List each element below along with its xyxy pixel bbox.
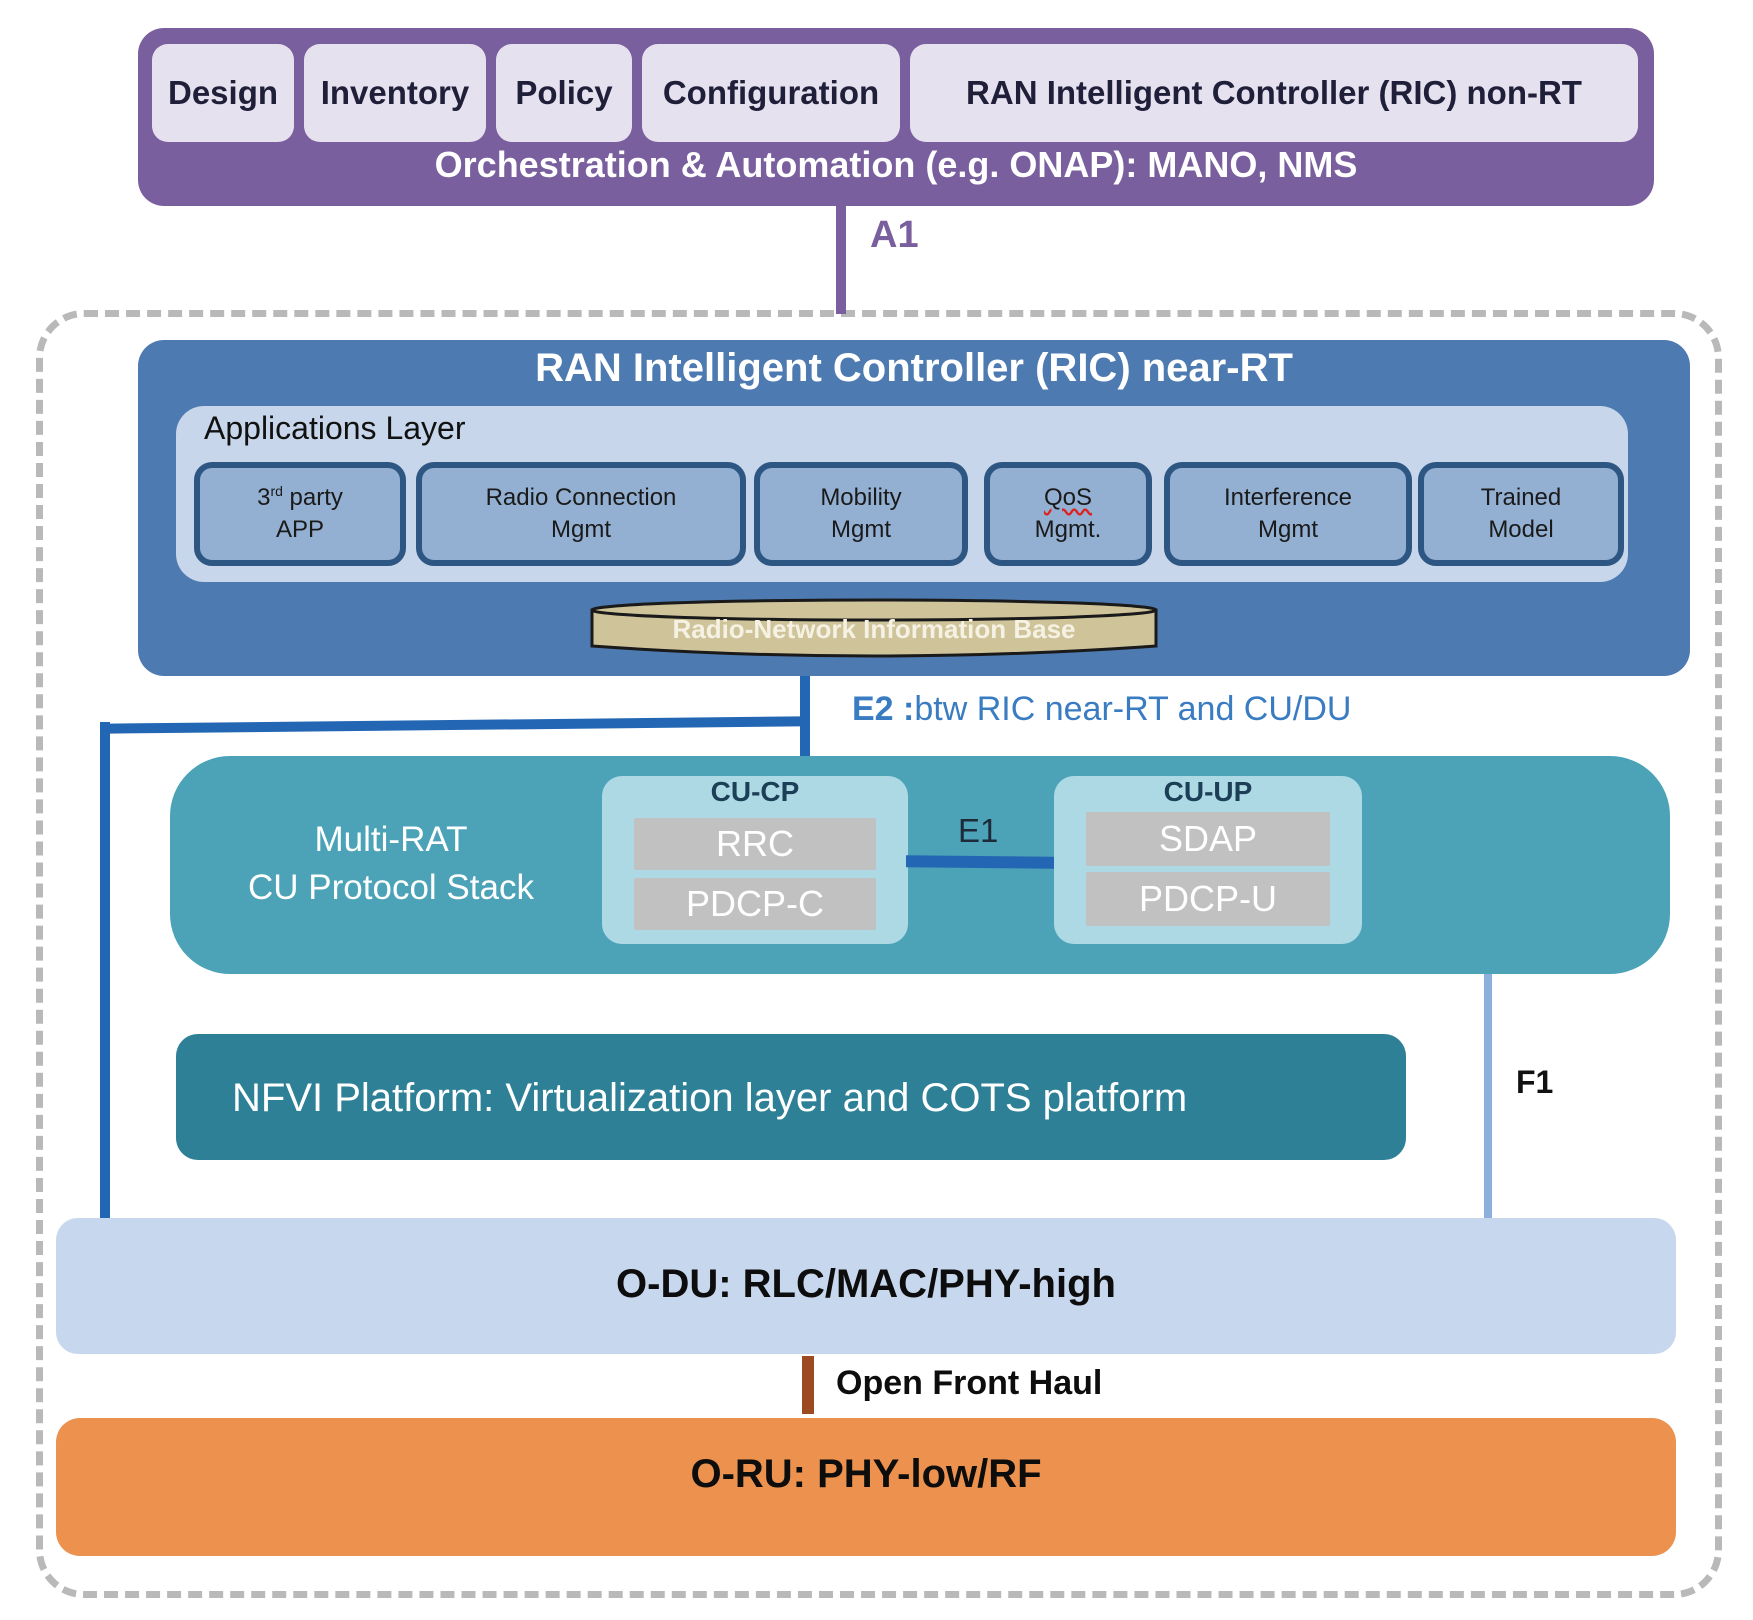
app-label-line1: 3rd party (257, 483, 343, 511)
app-label-line2: Model (1488, 516, 1554, 543)
nfvi-label: NFVI Platform: Virtualization layer and … (232, 1076, 1188, 1120)
tab-ric-non-rt[interactable]: RAN Intelligent Controller (RIC) non-RT (910, 44, 1638, 142)
ric-near-rt-title: RAN Intelligent Controller (RIC) near-RT (535, 346, 1293, 390)
cu-title: Multi-RAT CU Protocol Stack (248, 820, 534, 907)
tab-policy[interactable]: Policy (496, 44, 632, 142)
app-label-line1: Interference (1223, 484, 1353, 511)
o-ru-label: O-RU: PHY-low/RF (690, 1452, 1042, 1496)
app-label-line2: Mgmt. (1034, 516, 1102, 543)
e1-label: E1 (958, 812, 999, 849)
proto-rrc: RRC (634, 818, 876, 870)
app-qos-mgmt[interactable]: QoS Mgmt. (984, 462, 1152, 566)
app-label-line2: APP (275, 516, 325, 543)
app-label-line1: Mobility (820, 484, 902, 511)
e2-interface-line (800, 676, 810, 756)
app-trained-model[interactable]: Trained Model (1418, 462, 1624, 566)
cu-up-title: CU-UP (1163, 776, 1253, 807)
app-label-line1: Trained (1480, 484, 1562, 511)
a1-interface-line (836, 206, 846, 314)
app-interference-mgmt[interactable]: Interference Mgmt (1164, 462, 1412, 566)
e2-interface-to-du (100, 722, 110, 1218)
proto-pdcp-c: PDCP-C (634, 878, 876, 930)
app-label-line1: QoS (1043, 484, 1093, 511)
o-ru (56, 1418, 1676, 1556)
fronthaul-label: Open Front Haul (836, 1364, 1103, 1402)
applications-layer-title: Applications Layer (204, 410, 466, 446)
app-label-line2: Mgmt (551, 516, 611, 543)
app-label-line2: Mgmt (831, 516, 891, 543)
a1-label: A1 (870, 214, 919, 256)
cu-cp-title: CU-CP (710, 776, 800, 807)
fronthaul-line (802, 1356, 814, 1414)
proto-sdap: SDAP (1086, 812, 1330, 866)
rnib-label: Radio-Network Information Base (672, 614, 1076, 644)
f1-label: F1 (1516, 1064, 1554, 1100)
nfvi-platform (176, 1034, 1406, 1160)
o-du (56, 1218, 1676, 1354)
proto-pdcp-u: PDCP-U (1086, 872, 1330, 926)
e1-interface-line (906, 855, 1054, 869)
tab-design[interactable]: Design (152, 44, 294, 142)
e2-label: E2 :btw RIC near-RT and CU/DU (852, 690, 1352, 728)
tab-inventory[interactable]: Inventory (304, 44, 486, 142)
app-label-line1: Radio Connection (485, 484, 677, 511)
app-radio-connection-mgmt[interactable]: Radio Connection Mgmt (416, 462, 746, 566)
app-label-line2: Mgmt (1258, 516, 1318, 543)
o-ran-boundary (36, 310, 1722, 1598)
f1-interface-line (1484, 974, 1492, 1218)
app-mobility-mgmt[interactable]: Mobility Mgmt (754, 462, 968, 566)
app-3rd-party[interactable]: 3rd party APP (194, 462, 406, 566)
database-cylinder-icon (590, 598, 1158, 658)
tab-configuration[interactable]: Configuration (642, 44, 900, 142)
o-du-label: O-DU: RLC/MAC/PHY-high (616, 1262, 1116, 1306)
orchestration-title: Orchestration & Automation (e.g. ONAP): … (434, 144, 1358, 185)
